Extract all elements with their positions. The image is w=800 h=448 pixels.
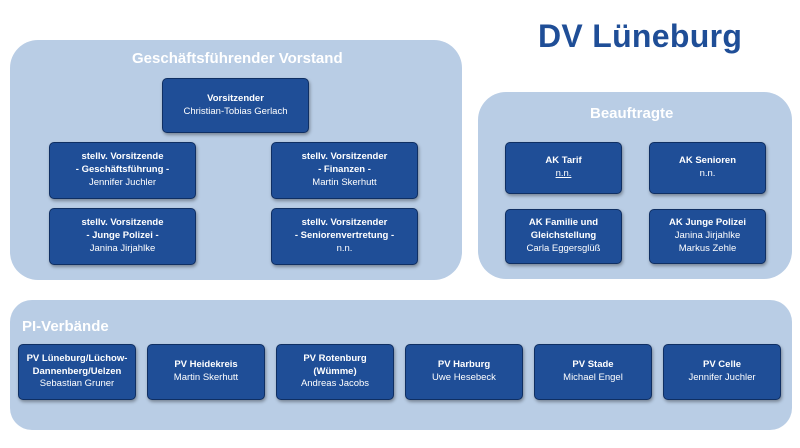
pv-name: Sebastian Gruner: [39, 378, 115, 390]
member-name: Martin Skerhutt: [312, 176, 377, 188]
pi-panel: [10, 300, 792, 430]
vorstand-title: Geschäftsführender Vorstand: [132, 50, 343, 67]
pv-label: PV Lüneburg/Lüchow-: [26, 352, 128, 364]
pv-celle-box: PV Celle Jennifer Juchler: [663, 344, 781, 400]
member-box-junge-polizei: stellv. Vorsitzende - Junge Polizei - Ja…: [49, 208, 196, 265]
pv-lueneburg-box: PV Lüneburg/Lüchow- Dannenberg/Uelzen Se…: [18, 344, 136, 400]
member-area: - Geschäftsführung -: [75, 164, 170, 176]
ak-familie-box: AK Familie und Gleichstellung Carla Egge…: [505, 209, 622, 264]
member-name: Janina Jirjahlke: [89, 242, 156, 254]
pv-label: PV Stade: [572, 359, 614, 371]
ak-name: n.n.: [699, 168, 716, 179]
pv-label: PV Heidekreis: [174, 359, 238, 371]
pv-label: PV Harburg: [437, 359, 491, 371]
chair-role: Vorsitzender: [207, 92, 264, 104]
page-title: DV Lüneburg: [538, 18, 743, 54]
beauftragte-title: Beauftragte: [590, 105, 674, 122]
member-box-finanzen: stellv. Vorsitzender - Finanzen - Martin…: [271, 142, 418, 199]
pv-label: PV Rotenburg (Wümme): [303, 352, 367, 377]
member-area: - Junge Polizei -: [86, 230, 159, 242]
pv-rotenburg-box: PV Rotenburg (Wümme) Andreas Jacobs: [276, 344, 394, 400]
ak-label: AK Familie und: [528, 217, 599, 229]
ak-label-2: Gleichstellung: [530, 230, 597, 242]
ak-label: AK Senioren: [678, 155, 736, 167]
member-name: n.n.: [336, 242, 353, 254]
pv-stade-box: PV Stade Michael Engel: [534, 344, 652, 400]
member-box-geschaeftsfuehrung: stellv. Vorsitzende - Geschäftsführung -…: [49, 142, 196, 199]
member-role: stellv. Vorsitzende: [81, 151, 164, 163]
pv-harburg-box: PV Harburg Uwe Hesebeck: [405, 344, 523, 400]
pv-name: Michael Engel: [563, 372, 623, 383]
member-area: - Seniorenvertretung -: [294, 230, 395, 242]
pv-heidekreis-box: PV Heidekreis Martin Skerhutt: [147, 344, 265, 400]
member-role: stellv. Vorsitzender: [301, 217, 388, 229]
pi-title: PI-Verbände: [22, 318, 109, 335]
ak-senioren-box: AK Senioren n.n.: [649, 142, 766, 194]
ak-name: n.n.: [555, 168, 572, 179]
ak-label: AK Junge Polizei: [668, 217, 747, 229]
member-area: - Finanzen -: [318, 164, 371, 176]
pv-label-2: Dannenberg/Uelzen: [32, 365, 122, 377]
pv-name: Martin Skerhutt: [173, 372, 239, 383]
member-box-seniorenvertretung: stellv. Vorsitzender - Seniorenvertretun…: [271, 208, 418, 265]
member-role: stellv. Vorsitzender: [301, 151, 388, 163]
ak-label: AK Tarif: [545, 155, 582, 167]
ak-tarif-box: AK Tarif n.n.: [505, 142, 622, 194]
chair-name: Christian-Tobias Gerlach: [183, 105, 288, 117]
chair-box: Vorsitzender Christian-Tobias Gerlach: [162, 78, 309, 133]
pv-name: Uwe Hesebeck: [432, 372, 496, 383]
ak-name-2: Markus Zehle: [678, 242, 737, 254]
pv-name: Jennifer Juchler: [688, 372, 756, 383]
ak-name: Janina Jirjahlke: [674, 230, 741, 242]
pv-label: PV Celle: [702, 359, 742, 371]
member-role: stellv. Vorsitzende: [81, 217, 164, 229]
ak-junge-polizei-box: AK Junge Polizei Janina Jirjahlke Markus…: [649, 209, 766, 264]
ak-name: Carla Eggersglüß: [526, 242, 601, 254]
pv-name: Andreas Jacobs: [300, 378, 370, 390]
member-name: Jennifer Juchler: [88, 176, 157, 188]
